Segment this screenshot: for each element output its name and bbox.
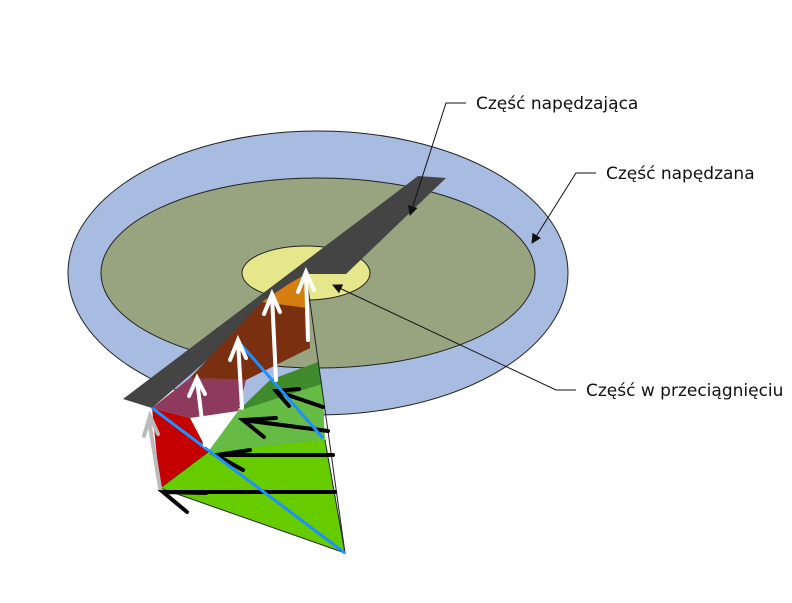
red-zone [152, 408, 208, 488]
lift-arrow-1 [195, 378, 207, 447]
lift-arrow-2 [236, 340, 244, 410]
lift-arrows [187, 266, 316, 447]
brown-zone [190, 302, 310, 380]
lift-arrow-3-head [262, 288, 282, 316]
lift-arrow-3 [270, 294, 278, 382]
grey-lift-arrow [142, 410, 162, 490]
lift-arrow-4-head [296, 266, 316, 294]
lift-arrow-2-head [228, 334, 248, 362]
resultant-line-inner [235, 339, 325, 439]
label-driven-region: Część napędzana [606, 164, 755, 184]
inflow-arrow-1-head [157, 489, 208, 514]
inflow-arrow-4-head [271, 387, 301, 408]
lift-arrow-4 [304, 272, 310, 342]
inflow-arrow-3-head [237, 416, 278, 439]
leader-driving [407, 102, 466, 216]
resultant-lines [151, 339, 346, 555]
label-stall-region: Część w przeciągnięciu [586, 381, 783, 401]
green-upper-zone [238, 362, 322, 411]
leader-lines [332, 102, 596, 391]
resultant-line-outer [151, 406, 346, 555]
leader-driven [531, 172, 596, 244]
lift-arrow-1-head [187, 373, 207, 398]
leader-stall [332, 284, 576, 391]
label-driving-region: Część napędzająca [476, 94, 638, 114]
